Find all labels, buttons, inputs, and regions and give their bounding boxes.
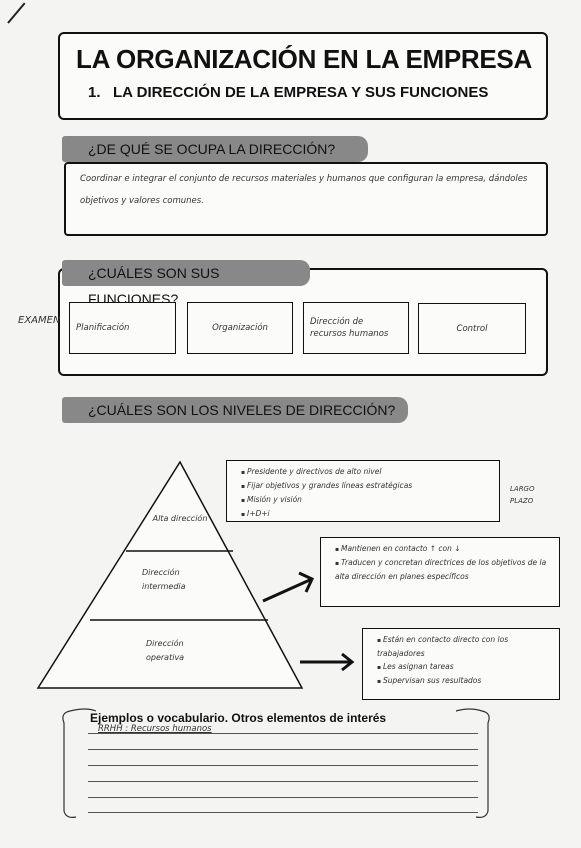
arrow-intermedia-shaft bbox=[262, 577, 313, 603]
note-line bbox=[88, 797, 478, 798]
note-line bbox=[88, 733, 478, 734]
notes-text: RRHH : Recursos humanos bbox=[98, 724, 212, 734]
level-alta-box: Presidente y directivos de alto nivel Fi… bbox=[226, 460, 500, 522]
answer-box bbox=[64, 162, 548, 236]
page-subtitle: 1. LA DIRECCIÓN DE LA EMPRESA Y SUS FUNC… bbox=[88, 84, 489, 101]
function-organization: Organización bbox=[187, 302, 293, 354]
level-intermedia-box: Mantienen en contacto ↑ con ↓ Traducen y… bbox=[320, 537, 560, 607]
note-line bbox=[88, 812, 478, 813]
level-intermedia-label: Dirección intermedia bbox=[142, 568, 186, 591]
note-line bbox=[88, 749, 478, 750]
arrow-intermedia-head bbox=[298, 571, 314, 593]
list-item: Supervisan sus resultados bbox=[377, 674, 553, 688]
list-item: Fijar objetivos y grandes líneas estraté… bbox=[241, 479, 493, 493]
level-alta-label: Alta dirección bbox=[152, 514, 208, 523]
question-tag-1: ¿DE QUÉ SE OCUPA LA DIRECCIÓN? bbox=[62, 136, 368, 162]
long-term-note: LARGO PLAZO bbox=[510, 485, 535, 505]
function-control: Control bbox=[418, 303, 526, 354]
arrow-operativa-head bbox=[341, 652, 355, 672]
page-title: LA ORGANIZACIÓN EN LA EMPRESA bbox=[76, 44, 532, 74]
list-item: I+D+i bbox=[241, 507, 493, 521]
notes-scroll-frame bbox=[62, 708, 490, 818]
question-tag-3: ¿CUÁLES SON LOS NIVELES DE DIRECCIÓN? bbox=[62, 397, 408, 423]
title-box bbox=[58, 32, 548, 120]
note-line bbox=[88, 765, 478, 766]
function-hr-direction: Dirección de recursos humanos bbox=[303, 302, 409, 354]
list-item: Les asignan tareas bbox=[377, 660, 553, 674]
list-item: Están en contacto directo con los trabaj… bbox=[377, 633, 553, 660]
list-item: Mantienen en contacto ↑ con ↓ bbox=[335, 542, 553, 556]
notes-title: Ejemplos o vocabulario. Otros elementos … bbox=[90, 711, 387, 725]
level-operativa-box: Están en contacto directo con los trabaj… bbox=[362, 628, 560, 700]
list-item: Presidente y directivos de alto nivel bbox=[241, 465, 493, 479]
pyramid-shape bbox=[36, 460, 304, 689]
list-item: Misión y visión bbox=[241, 493, 493, 507]
margin-note-examen: EXAMEN bbox=[18, 315, 61, 326]
function-planning: Planificación bbox=[69, 302, 176, 354]
list-item: Traducen y concretan directrices de los … bbox=[335, 556, 553, 583]
note-line bbox=[88, 781, 478, 782]
level-operativa-label: Dirección operativa bbox=[146, 639, 185, 662]
answer-text: Coordinar e integrar el conjunto de recu… bbox=[80, 174, 528, 206]
